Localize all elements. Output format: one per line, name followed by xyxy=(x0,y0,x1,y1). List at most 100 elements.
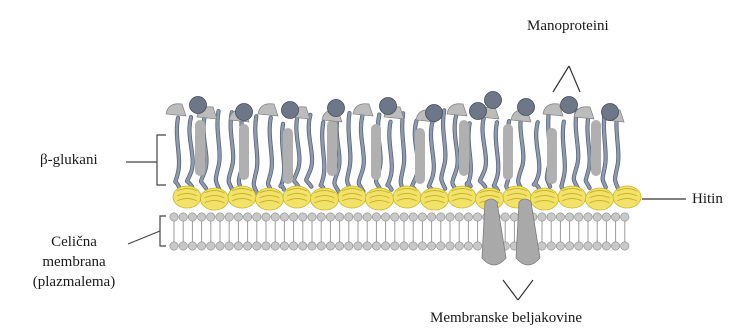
label-hitin: Hitin xyxy=(692,189,723,209)
glucan-band xyxy=(415,128,425,184)
chitin-cluster xyxy=(558,186,586,208)
lipid-head xyxy=(427,242,435,250)
mannoprotein-ball xyxy=(426,105,443,122)
chitin-cluster xyxy=(393,186,421,208)
lipid-head xyxy=(253,242,261,250)
lipid-head xyxy=(289,213,297,221)
chitin-cluster xyxy=(421,188,449,210)
lipid-head xyxy=(464,242,472,250)
chitin-cluster xyxy=(256,188,284,210)
lipid-head xyxy=(299,213,307,221)
lipid-head xyxy=(170,213,178,221)
lipid-head xyxy=(372,242,380,250)
mannoprotein-ball xyxy=(380,98,397,115)
lipid-head xyxy=(363,242,371,250)
lipid-head xyxy=(427,213,435,221)
lipid-head xyxy=(188,213,196,221)
lipid-head xyxy=(179,242,187,250)
mannoprotein-ball xyxy=(282,102,299,119)
lipid-head xyxy=(262,213,270,221)
mannoprotein-ball xyxy=(485,92,502,109)
lipid-head xyxy=(345,213,353,221)
lipid-head xyxy=(621,213,629,221)
label-celicna-line2: membrana xyxy=(20,252,128,272)
lipid-head xyxy=(345,242,353,250)
lipid-head xyxy=(510,213,518,221)
lipid-head xyxy=(473,213,481,221)
mannoprotein-ball xyxy=(602,104,619,121)
lipid-head xyxy=(409,242,417,250)
lipid-head xyxy=(308,242,316,250)
lipid-head xyxy=(271,213,279,221)
lipid-head xyxy=(391,242,399,250)
mannoprotein-cap xyxy=(543,104,563,116)
lipid-head xyxy=(602,242,610,250)
label-manoproteini: Manoproteini xyxy=(527,16,609,36)
lipid-head xyxy=(197,242,205,250)
lipid-head xyxy=(271,242,279,250)
lipid-head xyxy=(335,213,343,221)
glucan-band xyxy=(503,124,513,180)
membrane-leader xyxy=(128,231,160,244)
lipid-head xyxy=(234,213,242,221)
lipid-head xyxy=(197,213,205,221)
chitin-cluster xyxy=(201,188,229,210)
lipid-head xyxy=(446,213,454,221)
lipid-head xyxy=(326,242,334,250)
membrane-protein-right xyxy=(516,199,540,265)
lipid-head xyxy=(611,242,619,250)
lipid-head xyxy=(602,213,610,221)
mannoprotein-ball xyxy=(236,104,253,121)
glucan-band xyxy=(547,128,557,184)
mannoprotein-cap xyxy=(258,104,278,116)
chitin-cluster xyxy=(173,186,201,208)
lipid-head xyxy=(473,242,481,250)
mannoprotein-cap xyxy=(447,104,467,116)
chitin-cluster xyxy=(366,188,394,210)
lipid-head xyxy=(391,213,399,221)
lipid-head xyxy=(556,213,564,221)
chitin-cluster xyxy=(613,186,641,208)
lipid-head xyxy=(170,242,178,250)
chitin-cluster xyxy=(311,188,339,210)
lipid-head xyxy=(317,213,325,221)
lipid-head xyxy=(381,213,389,221)
lipid-head xyxy=(565,213,573,221)
beta-glucan-fiber-core xyxy=(603,112,606,187)
lipid-head xyxy=(280,213,288,221)
lipid-head xyxy=(243,213,251,221)
manoproteini-leader-right xyxy=(569,66,580,92)
lipid-head xyxy=(225,213,233,221)
membrane-proteins xyxy=(482,199,540,265)
lipid-head xyxy=(565,242,573,250)
membrane-bracket xyxy=(160,216,166,246)
mannoprotein-cap xyxy=(166,104,186,116)
chitin-cluster xyxy=(586,188,614,210)
lipid-head xyxy=(216,242,224,250)
lipid-head xyxy=(538,242,546,250)
membranske-leader-right xyxy=(518,280,533,300)
membrane-protein-left xyxy=(482,199,506,265)
chitin-cluster xyxy=(228,186,256,208)
lipid-head xyxy=(409,213,417,221)
lipid-head xyxy=(354,242,362,250)
lipid-head xyxy=(381,242,389,250)
mannoprotein-ball xyxy=(518,99,535,116)
membranske-leader-left xyxy=(503,280,518,300)
lipid-head xyxy=(611,213,619,221)
lipid-head xyxy=(455,213,463,221)
lipid-head xyxy=(455,242,463,250)
glucan-band xyxy=(195,120,205,176)
glucan-band xyxy=(371,124,381,180)
lipid-head xyxy=(538,213,546,221)
lipid-head xyxy=(446,242,454,250)
lipid-head xyxy=(501,213,509,221)
lipid-head xyxy=(243,242,251,250)
lipid-head xyxy=(372,213,380,221)
label-celicna-membrana: Celična membrana (plazmalema) xyxy=(20,232,128,292)
lipid-head xyxy=(556,242,564,250)
lipid-head xyxy=(280,242,288,250)
glucan-band xyxy=(459,120,469,176)
lipid-head xyxy=(547,213,555,221)
mannoprotein-cap xyxy=(353,104,373,116)
